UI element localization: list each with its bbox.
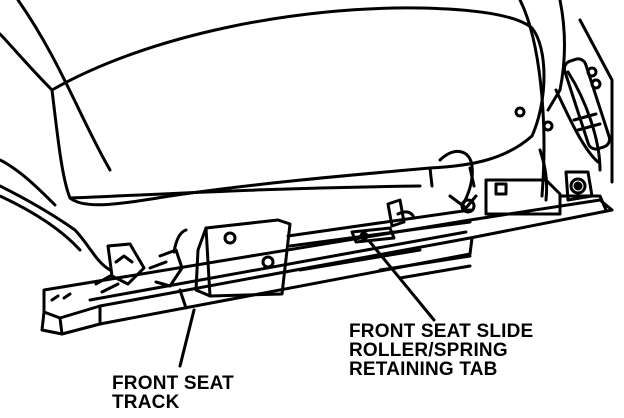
leader-lines: [178, 240, 436, 368]
front-seat-track-label-line-2: TRACK: [112, 392, 180, 413]
seat-cushion: [0, 0, 546, 272]
retaining-tab-label: FRONT SEAT SLIDE ROLLER/SPRING RETAINING…: [349, 322, 533, 379]
retaining-tab-label-line-2: ROLLER/SPRING: [349, 340, 508, 361]
front-seat-track-label-line-1: FRONT SEAT: [112, 373, 234, 394]
seat-back-frame: [428, 0, 614, 202]
track-leader-line: [178, 308, 196, 368]
roller-spring-tab: [350, 198, 416, 244]
seat-latch: [94, 228, 188, 294]
seat-track-rail: [40, 198, 614, 336]
retaining-tab-label-line-1: FRONT SEAT SLIDE: [349, 321, 534, 342]
tab-leader-line: [368, 240, 436, 322]
retaining-tab-label-line-3: RETAINING TAB: [349, 359, 498, 380]
front-seat-track-label: FRONT SEAT TRACK: [112, 374, 234, 412]
recliner-bracket: [438, 150, 608, 216]
